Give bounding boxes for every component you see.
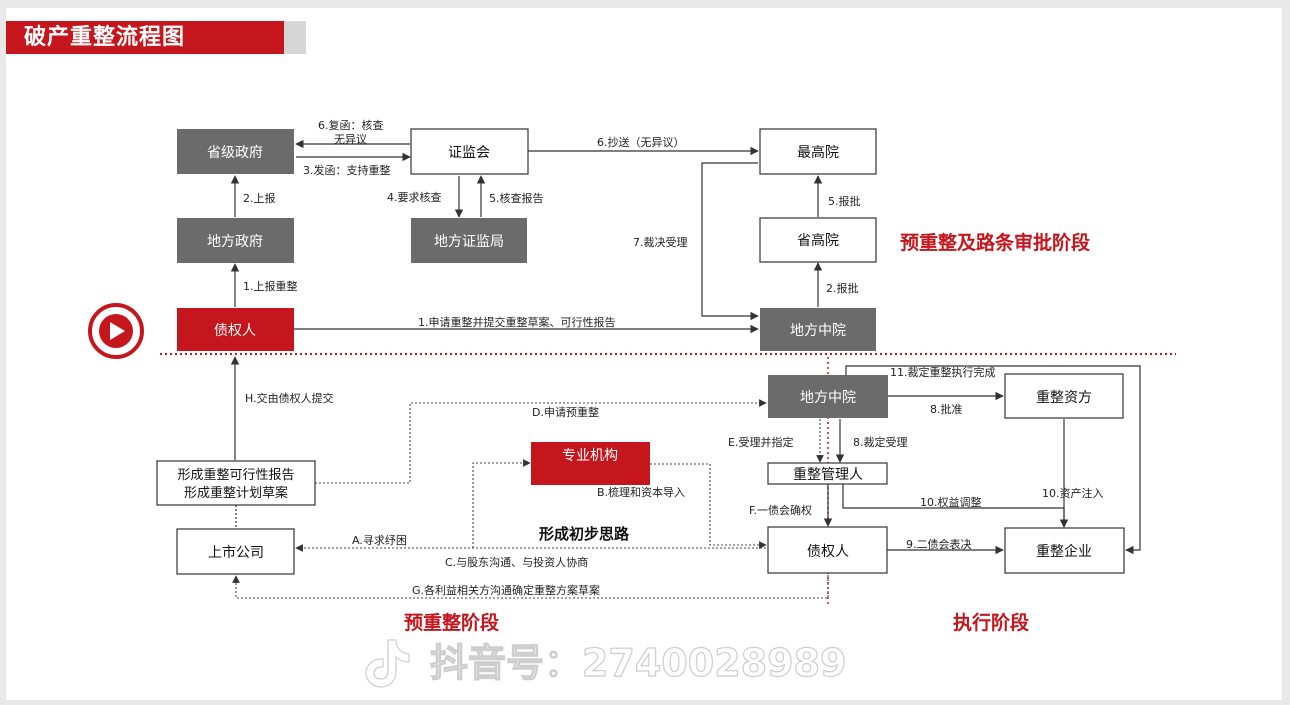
edge-label-4-request: 4.要求核查 [387,190,442,204]
play-icon[interactable] [88,303,144,359]
node-agency[interactable]: 专业机构 [531,442,650,485]
edge-label-8-approve: 8.批准 [930,402,963,416]
edge-label-B: B.梳理和资本导入 [597,485,685,499]
node-local-mid-court-bottom-label: 地方中院 [800,390,856,406]
tiktok-logo-icon [365,639,410,688]
edge-labels: 6.复函：核查 无异议 3.发函：支持重整 6.抄送（无异议） 2.上报 4.要… [243,118,1104,597]
node-supreme-court-label: 最高院 [797,144,839,161]
edge-label-8-ruling: 8.裁定受理 [853,435,908,449]
edge-label-7-ruling: 7.裁决受理 [633,236,688,249]
watermark: 抖音号：2740028989 [365,639,847,688]
node-provincial-gov[interactable]: 省级政府 [177,129,294,174]
edge-label-6-reply-b: 无异议 [334,133,367,146]
node-feasibility-report[interactable]: 形成重整可行性报告 形成重整计划草案 [156,460,316,506]
node-supreme-court[interactable]: 最高院 [759,128,877,175]
node-local-mid-court-top-label: 地方中院 [790,323,846,339]
node-provincial-court-label: 省高院 [797,232,839,249]
title-banner: 破产重整流程图 [6,21,306,54]
node-creditor-bottom-label: 债权人 [807,544,849,560]
edges-top [230,139,823,334]
node-reorg-investor-label: 重整资方 [1036,390,1092,406]
edge-label-F: F.一债会确权 [749,503,812,517]
slide-canvas [6,8,1282,700]
node-agency-label: 专业机构 [562,448,618,464]
edges-dotted [232,399,829,599]
edge-label-5-check: 5.核查报告 [489,191,544,205]
node-local-mid-court-top[interactable]: 地方中院 [760,308,876,351]
node-local-csrc-label: 地方证监局 [434,234,504,250]
edge-label-2-report: 2.上报 [243,191,276,205]
node-administrator[interactable]: 重整管理人 [767,462,888,485]
node-administrator-label: 重整管理人 [793,467,863,483]
edge-label-A: A.寻求纾困 [352,533,407,547]
page-title: 破产重整流程图 [24,25,186,50]
node-report-line1: 形成重整可行性报告 [177,467,294,483]
watermark-text: 抖音号：2740028989 [430,641,846,685]
stage-label-execution: 执行阶段 [953,611,1030,634]
node-local-csrc[interactable]: 地方证监局 [411,218,527,263]
edge-label-10-adjust: 10.权益调整 [920,495,982,509]
stage-label-prereorg-approval: 预重整及路条审批阶段 [900,231,1091,254]
node-local-gov[interactable]: 地方政府 [177,218,294,263]
edge-label-D: D.申请预重整 [532,405,599,419]
node-local-gov-label: 地方政府 [207,234,263,250]
node-reorg-investor[interactable]: 重整资方 [1004,373,1124,419]
node-provincial-court[interactable]: 省高院 [759,217,877,263]
edge-label-11: 11.裁定重整执行完成 [890,365,996,379]
node-csrc[interactable]: 证监会 [410,128,529,175]
edges-bottom [230,356,1141,555]
node-listed-company[interactable]: 上市公司 [176,528,295,575]
node-provincial-gov-label: 省级政府 [207,145,263,161]
edge-label-H: H.交由债权人提交 [245,391,334,405]
node-report-line2: 形成重整计划草案 [184,485,288,501]
edge-label-9: 9.二债会表决 [906,537,972,551]
center-note: 形成初步思路 [539,525,630,543]
title-banner-gray [284,21,306,54]
node-reorg-enterprise-label: 重整企业 [1036,543,1092,560]
node-creditor-top-label: 债权人 [214,323,256,339]
node-reorg-enterprise[interactable]: 重整企业 [1004,527,1125,574]
edge-label-5-approve: 5.报批 [828,194,861,208]
edge-label-1-report: 1.上报重整 [243,279,298,293]
edge-label-1-apply: 1.申请重整并提交重整草案、可行性报告 [418,315,616,329]
node-csrc-label: 证监会 [448,145,490,161]
edge-label-C: C.与股东沟通、与投资人协商 [445,555,588,569]
stage-label-prereorg: 预重整阶段 [404,611,500,634]
node-creditor-top[interactable]: 债权人 [177,308,294,351]
edge-label-6-copy: 6.抄送（无异议） [597,135,685,149]
edge-label-10-inject: 10.资产注入 [1042,486,1104,500]
node-creditor-bottom[interactable]: 债权人 [767,526,888,574]
node-listed-company-label: 上市公司 [208,544,264,561]
edge-label-G: G.各利益相关方沟通确定重整方案草案 [412,583,600,597]
edge-label-3-letter: 3.发函：支持重整 [303,163,391,177]
node-local-mid-court-bottom[interactable]: 地方中院 [768,375,888,418]
title-banner-red [6,21,284,54]
edge-label-2-approve: 2.报批 [826,281,859,295]
edge-label-6-reply-a: 6.复函：核查 [318,118,384,132]
edge-label-E: E.受理并指定 [728,435,793,449]
